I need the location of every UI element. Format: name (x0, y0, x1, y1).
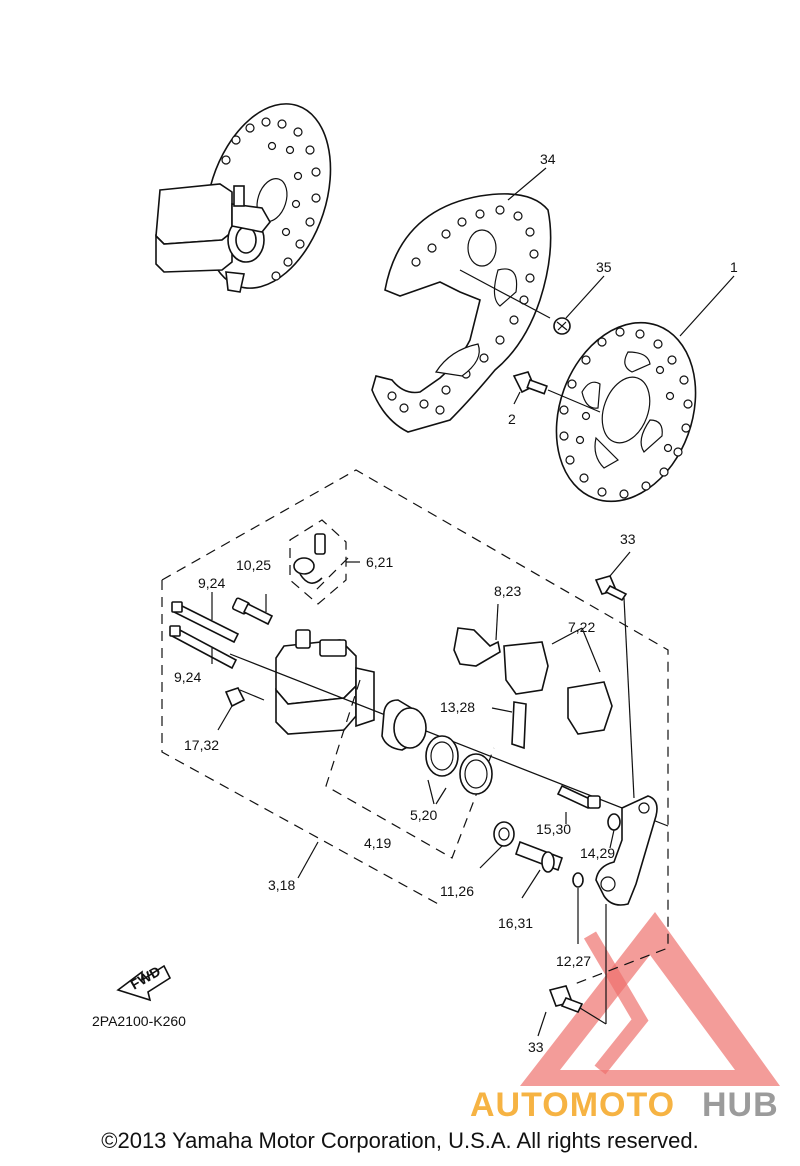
washer-12-27 (572, 872, 584, 944)
callout-11-26: 11,26 (440, 883, 474, 899)
pad-spring-8-23 (453, 603, 501, 667)
diagram-code: 2PA2100-K260 (92, 1013, 186, 1029)
bolts-33 (537, 551, 635, 1037)
callout-leaders (297, 167, 735, 879)
callout-35: 35 (596, 259, 612, 275)
brake-disc-1 (555, 321, 697, 503)
callout-34: 34 (540, 151, 556, 167)
bolt-15-30 (556, 784, 601, 824)
callout-8-23: 8,23 (494, 583, 521, 599)
watermark-automoto: AUTOMOTO (470, 1086, 675, 1124)
callout-17-32: 17,32 (184, 737, 219, 753)
slide-pin-16-31 (514, 840, 564, 899)
pins-9-24 (169, 592, 240, 670)
assembly-boundary (161, 469, 669, 986)
cap-17-32 (217, 687, 246, 731)
pin-boot-11-26 (479, 821, 515, 869)
callout-labels: 34 35 1 2 33 6,21 10,25 9,24 8,23 7,22 9… (92, 151, 738, 1055)
callout-9-24-top: 9,24 (198, 575, 225, 591)
callout-2: 2 (508, 411, 516, 427)
bolt-10-25 (231, 594, 274, 626)
shim-13-28 (491, 701, 527, 750)
watermark-logo (520, 912, 780, 1086)
watermark-hub: HUB (702, 1086, 779, 1124)
callout-10-25: 10,25 (236, 557, 271, 573)
bleed-screw-6-21 (289, 519, 360, 605)
callout-33-top: 33 (620, 531, 636, 547)
disc-guard-34 (371, 193, 552, 433)
callout-3-18: 3,18 (268, 877, 295, 893)
callout-6-21: 6,21 (366, 554, 393, 570)
callout-14-29: 14,29 (580, 845, 615, 861)
caliper-bracket-14-29 (595, 795, 658, 906)
callout-12-27: 12,27 (556, 953, 591, 969)
copyright-notice: ©2013 Yamaha Motor Corporation, U.S.A. A… (101, 1128, 699, 1153)
callout-9-24-bottom: 9,24 (174, 669, 201, 685)
callout-4-19: 4,19 (364, 835, 391, 851)
callout-13-28: 13,28 (440, 699, 475, 715)
callout-5-20: 5,20 (410, 807, 437, 823)
bolt-2 (512, 371, 601, 413)
assembled-caliper-disc-thumbnail (155, 103, 332, 293)
callout-1: 1 (730, 259, 738, 275)
callout-33-bottom: 33 (528, 1039, 544, 1055)
piston-seal-kit-4-19 (325, 679, 495, 859)
callout-15-30: 15,30 (536, 821, 571, 837)
bolt-35 (459, 269, 571, 335)
watermark-text: AUTOMOTO HUB (470, 1086, 779, 1124)
fwd-arrow-icon: FWD (116, 963, 172, 1002)
brake-pads-7-22 (503, 627, 613, 735)
callout-16-31: 16,31 (498, 915, 533, 931)
callout-7-22: 7,22 (568, 619, 595, 635)
